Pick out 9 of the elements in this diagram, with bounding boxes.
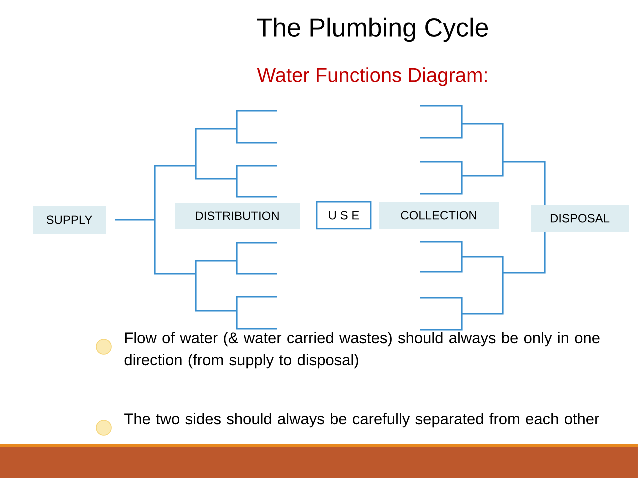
- title: The Plumbing Cycle: [257, 18, 488, 42]
- label-box: DISTRIBUTION: [175, 203, 300, 229]
- label-box: SUPPLY: [33, 206, 106, 234]
- label-box: COLLECTION: [379, 202, 499, 229]
- subtitle: Water Functions Diagram:: [257, 68, 487, 86]
- label-box: DISPOSAL: [531, 205, 629, 232]
- bullet-text: Flow of water (& water carried wastes) should always be only in one direction (from supply to disposal): [124, 332, 600, 369]
- label-box: U S E: [316, 201, 372, 230]
- bullet-text: The two sides should always be carefully separated from each other: [124, 413, 600, 428]
